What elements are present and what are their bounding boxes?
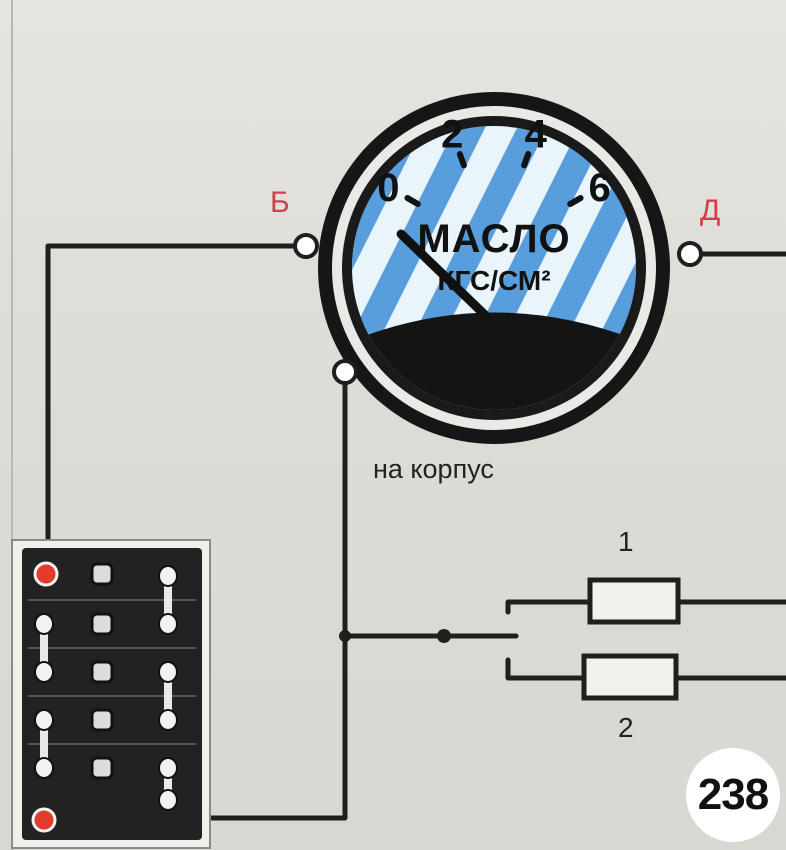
fuse-block: [11, 539, 211, 849]
junction-dot: [339, 630, 351, 642]
gauge-face-stripe: [0, 110, 122, 430]
resistor-2-label: 2: [618, 712, 634, 743]
page-number-badge: 238: [686, 748, 780, 842]
fuse-link: [158, 757, 178, 811]
terminal-b-label: Б: [270, 186, 290, 219]
fuse-link: [34, 709, 54, 779]
gauge-face-stripe: [0, 110, 184, 430]
page-number: 238: [697, 770, 769, 819]
terminal-d-label: Д: [700, 194, 721, 227]
switch-pivot-dot: [437, 629, 451, 643]
fuse-red-terminal: [31, 807, 57, 833]
gauge-tick: [456, 151, 467, 169]
gauge-face-stripe: [352, 126, 432, 410]
gauge-tick: [567, 195, 584, 207]
resistor-1: [587, 577, 681, 625]
resistor-1-label: 1: [618, 526, 634, 557]
fuse-socket: [90, 562, 114, 586]
fuse-link: [158, 565, 178, 635]
gauge-scale-label: 6: [589, 166, 611, 210]
gauge-scale-label: 4: [525, 112, 548, 156]
gauge-scale-label: 0: [377, 166, 399, 210]
gauge-scale-label: 2: [441, 112, 463, 156]
gauge-tick: [521, 151, 532, 169]
fuse-socket: [90, 612, 114, 636]
fuse-red-terminal: [33, 561, 59, 587]
gauge-tick: [404, 195, 421, 207]
gauge-face-stripe: [118, 110, 308, 430]
gauge-unit: КГС/СМ²: [437, 265, 550, 296]
fuse-block-body: [22, 548, 202, 840]
gauge-face-stripe: [0, 110, 60, 430]
gauge-face-stripe: [352, 126, 494, 410]
oil-pressure-gauge: 02 46 МАСЛО КГС/СМ²: [0, 92, 670, 444]
gauge-needle: [396, 229, 491, 321]
gauge-face-stripe: [56, 110, 246, 430]
resistor-2: [581, 653, 679, 701]
contact-top: [505, 599, 593, 615]
wire-b-to-fuse: [45, 243, 303, 571]
terminal-ground: [332, 359, 358, 385]
contact-bottom: [505, 657, 587, 681]
terminal-b: [293, 233, 319, 259]
fuse-socket: [90, 708, 114, 732]
fuse-link: [158, 661, 178, 731]
fuse-socket: [90, 756, 114, 780]
fuse-socket: [90, 660, 114, 684]
terminal-d: [677, 241, 703, 267]
fuse-link: [34, 613, 54, 683]
ground-caption: на корпус: [373, 454, 494, 484]
gauge-title: МАСЛО: [417, 217, 570, 261]
